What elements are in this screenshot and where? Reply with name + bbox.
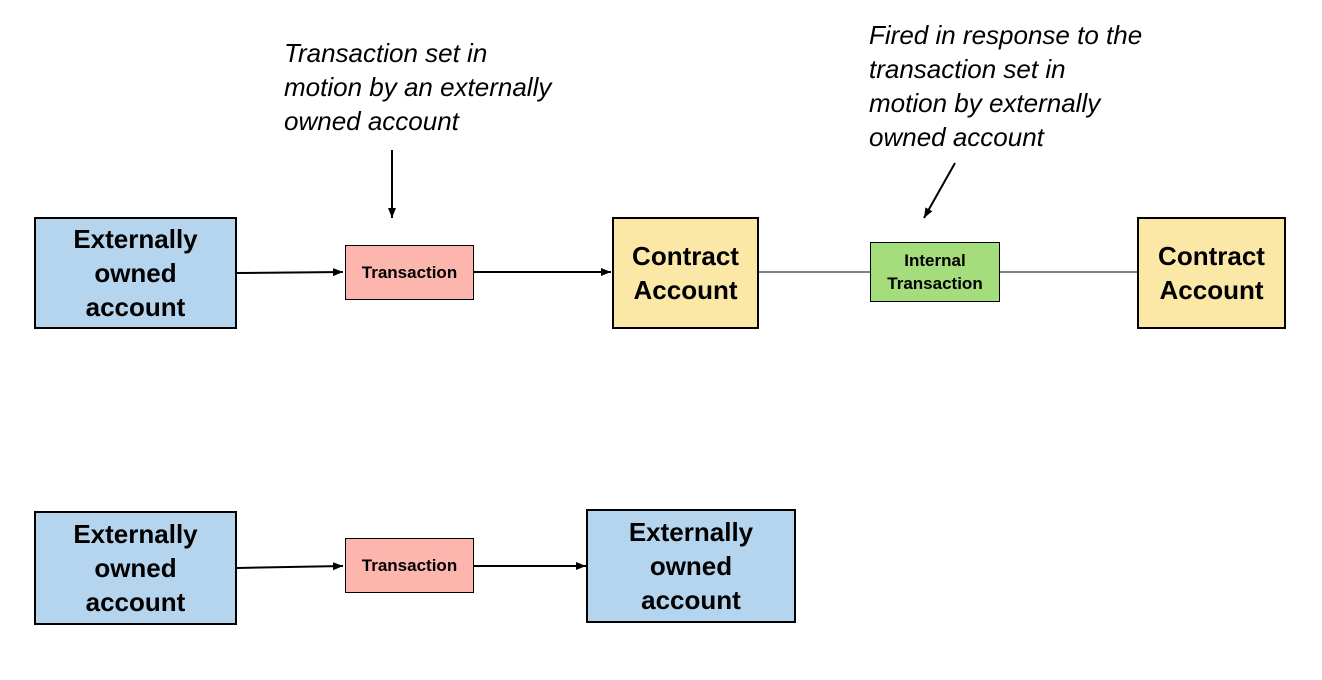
transaction-label-row2: Transaction xyxy=(361,555,458,575)
annotation-arrow-internal xyxy=(923,162,956,219)
eoa-label-row2: Externally owned account xyxy=(73,519,198,617)
eoa-target-label: Externally owned account xyxy=(628,517,754,615)
arrow-eoa-to-transaction-row2 xyxy=(236,562,344,571)
internal-transaction-annotation: Fired in response to the transaction set… xyxy=(869,20,1143,152)
contract-account-label: Contract Account xyxy=(632,241,739,305)
contract-account-label-2: Contract Account xyxy=(1158,241,1265,305)
contract-account-box: Contract Account xyxy=(612,217,759,329)
transaction-box: Transaction xyxy=(345,245,474,300)
internal-transaction-label: Internal Transaction xyxy=(887,251,983,293)
externally-owned-account-box-row2: Externally owned account xyxy=(34,511,237,625)
internal-transaction-box: Internal Transaction xyxy=(870,242,1000,302)
externally-owned-account-target-box: Externally owned account xyxy=(586,509,796,623)
contract-account-box-2: Contract Account xyxy=(1137,217,1286,329)
arrow-eoa-to-transaction xyxy=(236,268,344,277)
externally-owned-account-box: Externally owned account xyxy=(34,217,237,329)
transaction-box-row2: Transaction xyxy=(345,538,474,593)
eoa-label: Externally owned account xyxy=(73,224,198,322)
transaction-annotation: Transaction set in motion by an external… xyxy=(284,38,552,136)
transaction-label: Transaction xyxy=(361,262,458,282)
